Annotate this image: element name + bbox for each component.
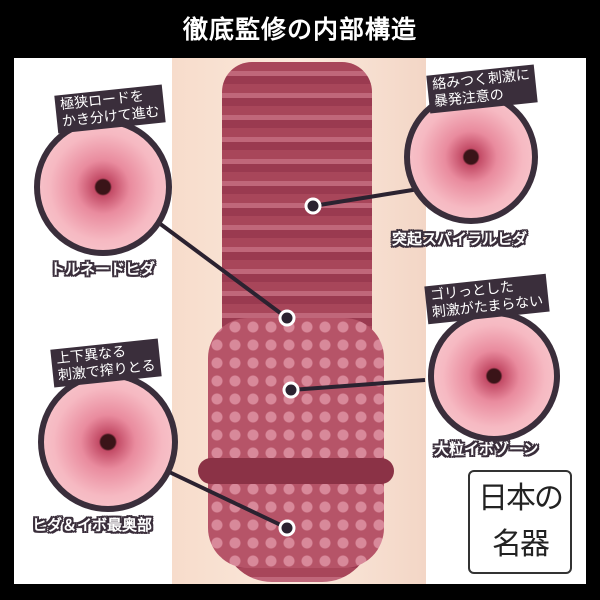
- label-text: 絡みつく刺激に 暴発注意の: [431, 66, 531, 111]
- page-title: 徹底監修の内部構造: [182, 15, 417, 44]
- product-background: [172, 58, 426, 584]
- point-marker: [278, 519, 296, 537]
- closeup-spiral: [404, 90, 538, 224]
- callout-caption: トルネードヒダ: [50, 260, 156, 278]
- callout-caption: 突起スパイラルヒダ: [392, 230, 528, 248]
- closeup-bumps: [428, 310, 560, 442]
- callout-caption: ヒダ＆イボ最奥部: [32, 516, 153, 534]
- callout-caption: 大粒イボゾーン: [434, 440, 539, 458]
- point-marker: [304, 197, 322, 215]
- closeup-deep: [38, 372, 178, 512]
- brand-logo: 日本の 名器: [468, 470, 572, 574]
- logo-line1: 日本の: [478, 481, 564, 516]
- label-text: 極狭ロードを かき分けて進む: [59, 88, 161, 131]
- label-text: 上下異なる 刺激で搾りとる: [55, 343, 157, 385]
- point-marker: [278, 309, 296, 327]
- logo-line2: 名器: [492, 527, 550, 562]
- point-marker: [282, 381, 300, 399]
- ridge-illustration: [198, 458, 394, 484]
- bumps-zone-illustration: [208, 318, 384, 568]
- closeup-tornado: [34, 118, 172, 256]
